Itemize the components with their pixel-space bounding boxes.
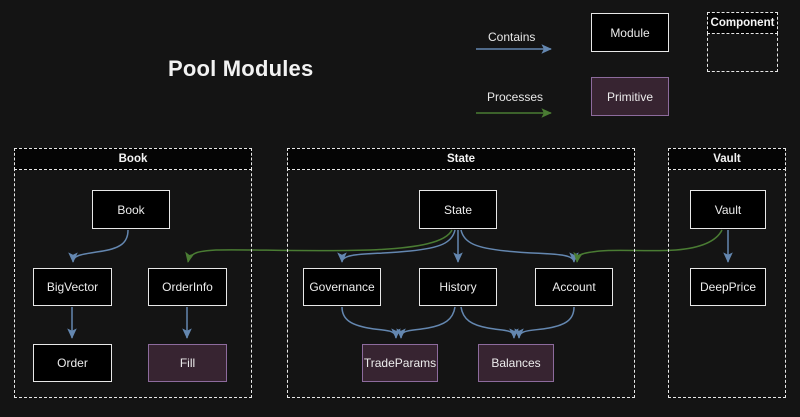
node-deepprice[interactable]: DeepPrice [690,268,766,306]
legend-primitive-box: Primitive [591,77,669,116]
node-account[interactable]: Account [535,268,613,306]
node-bigvector[interactable]: BigVector [33,268,112,306]
page-title: Pool Modules [168,56,314,81]
node-balances[interactable]: Balances [478,344,554,382]
legend-contains-label: Contains [488,30,536,44]
node-orderinfo[interactable]: OrderInfo [148,268,227,306]
cluster-vault-label: Vault [668,148,786,170]
cluster-book-label: Book [14,148,252,170]
node-tradeparams[interactable]: TradeParams [362,344,438,382]
legend-component-label: Component [707,12,778,34]
node-history[interactable]: History [419,268,497,306]
node-order[interactable]: Order [33,344,112,382]
node-state[interactable]: State [419,190,497,229]
legend-module-box: Module [591,13,669,52]
cluster-state-label: State [287,148,635,170]
node-book[interactable]: Book [92,190,170,229]
node-fill[interactable]: Fill [148,344,227,382]
node-governance[interactable]: Governance [303,268,381,306]
legend-processes-label: Processes [487,90,544,104]
node-vault[interactable]: Vault [690,190,766,229]
